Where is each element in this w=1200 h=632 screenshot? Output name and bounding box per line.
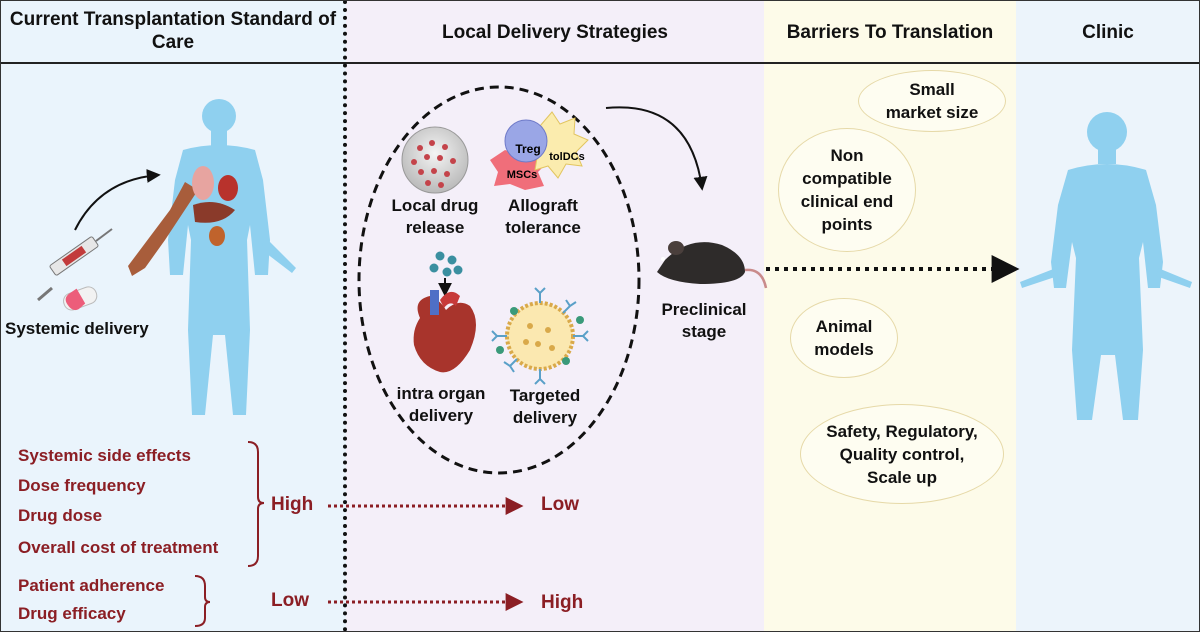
syringe-icon: [37, 228, 113, 302]
effect-systemic-side-effects: Systemic side effects: [18, 446, 191, 465]
header-barriers: Barriers To Translation: [786, 22, 994, 43]
tolerance-cells-icon: [490, 111, 589, 190]
level-high-left: High: [271, 494, 314, 515]
arm-icon: [128, 182, 198, 276]
barrier-animal-models-text: Animal models: [814, 317, 874, 359]
effect-patient-adherence: Patient adherence: [18, 576, 165, 595]
label-systemic-delivery: Systemic delivery: [5, 319, 149, 338]
cell-label-toldcs: tolDCs: [549, 151, 584, 163]
header-divider: [0, 62, 1200, 64]
barrier-non-compatible-endpoints: Non compatible clinical end points: [778, 128, 916, 252]
nanoparticle-icon: [491, 287, 589, 385]
header-local-delivery: Local Delivery Strategies: [442, 22, 668, 43]
barrier-animal-models: Animal models: [790, 298, 898, 378]
cell-label-treg: Treg: [515, 142, 540, 156]
cell-label-mscs: MSCs: [507, 169, 538, 181]
barrier-small-market-size-text: Small market size: [885, 80, 979, 122]
bracket-group-b: [194, 575, 211, 627]
effect-drug-dose: Drug dose: [18, 506, 103, 525]
barrier-small-market-size: Small market size: [858, 70, 1006, 132]
pill-icon: [63, 286, 98, 311]
mouse-icon: [657, 241, 768, 289]
level-low-right: Low: [541, 494, 579, 515]
strategies-ellipse: [357, 85, 641, 475]
organs-icon: [192, 166, 238, 246]
level-high-right: High: [541, 592, 584, 613]
label-local-drug-release: Local drug release: [391, 196, 479, 237]
header-clinic: Clinic: [1082, 22, 1134, 43]
column-divider-dotted: [343, 0, 347, 632]
barrier-safety-regulatory-text: Safety, Regulatory, Quality control, Sca…: [826, 421, 978, 487]
header-standard-of-care-text: Current Transplantation Standard of Care: [9, 9, 337, 53]
human-body-left-icon: [168, 99, 296, 415]
effect-dose-frequency: Dose frequency: [18, 476, 146, 495]
label-preclinical-stage: Preclinical stage: [661, 300, 747, 341]
arrow-to-preclinical: [605, 106, 708, 191]
label-intra-organ-delivery: intra organ delivery: [396, 384, 486, 425]
barrier-non-compatible-endpoints-text: Non compatible clinical end points: [800, 146, 894, 234]
bracket-group-a: [247, 441, 265, 567]
effect-drug-efficacy: Drug efficacy: [18, 604, 126, 623]
human-body-right-icon: [1020, 112, 1192, 420]
drug-release-disc-icon: [401, 126, 469, 194]
panel-standard-of-care: [0, 0, 346, 632]
level-low-left: Low: [271, 590, 309, 611]
heart-icon: [413, 251, 476, 373]
label-targeted-delivery: Targeted delivery: [509, 386, 581, 427]
effect-overall-cost: Overall cost of treatment: [18, 538, 219, 557]
header-standard-of-care: Current Transplantation Standard of Care: [0, 8, 346, 54]
systemic-arrow: [74, 168, 161, 231]
barrier-safety-regulatory: Safety, Regulatory, Quality control, Sca…: [800, 404, 1004, 504]
label-allograft-tolerance: Allograft tolerance: [505, 196, 581, 237]
